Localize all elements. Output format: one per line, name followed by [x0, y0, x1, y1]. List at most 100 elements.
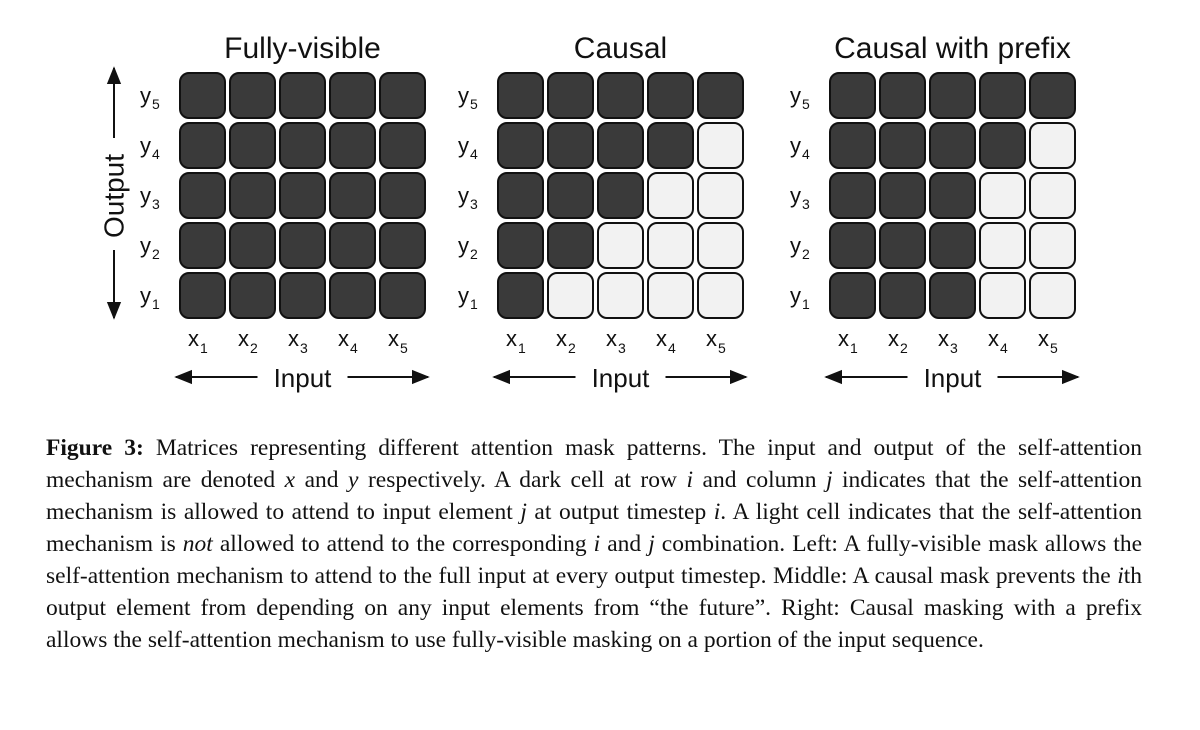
input-label: Input	[274, 363, 333, 393]
mask-cell-allowed	[647, 72, 694, 119]
col-label: x1	[506, 326, 526, 356]
mask-cell-blocked	[697, 272, 744, 319]
caption-text: Matrices representing different attentio…	[46, 435, 1142, 493]
input-label: Input	[924, 363, 983, 393]
mask-cell-allowed	[829, 272, 876, 319]
mask-cell-allowed	[647, 122, 694, 169]
mask-cell-allowed	[179, 222, 226, 269]
mask-cell-allowed	[379, 172, 426, 219]
caption-text: allowed to attend to the corresponding	[212, 531, 594, 557]
mask-cell-allowed	[379, 122, 426, 169]
col-label: x2	[888, 326, 908, 356]
mask-cell-allowed	[229, 172, 276, 219]
mask-cell-allowed	[929, 72, 976, 119]
caption-text: combination. Left: A fully-visible mask …	[46, 531, 1142, 589]
caption-emphasis-not: not	[182, 531, 213, 557]
row-label: y5	[790, 83, 810, 112]
row-label: y4	[458, 133, 478, 162]
mask-cell-allowed	[597, 72, 644, 119]
mask-cell-blocked	[1029, 222, 1076, 269]
row-label: y2	[458, 233, 478, 262]
mask-cell-blocked	[697, 222, 744, 269]
caption-text: . A light cell indicates that the self-a…	[46, 499, 1142, 557]
mask-cell-allowed	[879, 172, 926, 219]
caption-math-j: j	[825, 467, 833, 493]
mask-cell-allowed	[879, 72, 926, 119]
mask-cell-allowed	[229, 122, 276, 169]
mask-cell-allowed	[597, 122, 644, 169]
mask-cell-blocked	[647, 172, 694, 219]
mask-cell-allowed	[229, 272, 276, 319]
mask-cell-allowed	[929, 122, 976, 169]
row-label: y1	[790, 283, 810, 312]
mask-cell-blocked	[597, 222, 644, 269]
mask-cell-blocked	[547, 272, 594, 319]
row-label: y4	[790, 133, 810, 162]
panel-title: Fully-visible	[224, 32, 381, 65]
mask-cell-allowed	[979, 122, 1026, 169]
mask-cell-allowed	[379, 222, 426, 269]
input-label: Input	[592, 363, 651, 393]
mask-cell-allowed	[179, 272, 226, 319]
mask-cell-blocked	[979, 272, 1026, 319]
mask-cell-allowed	[329, 172, 376, 219]
caption-text: and	[295, 467, 349, 493]
caption-math-i: i	[713, 499, 721, 525]
panel-title: Causal	[574, 32, 667, 65]
mask-cell-allowed	[329, 72, 376, 119]
caption-math-i: i	[1117, 563, 1124, 589]
col-label: x4	[988, 326, 1008, 356]
caption-text: and column	[693, 467, 826, 493]
row-label: y3	[458, 183, 478, 212]
caption-text: th output element from depending on any …	[46, 563, 1142, 653]
caption-math-j: j	[648, 531, 655, 557]
output-label: Output	[98, 154, 129, 238]
mask-cell-allowed	[829, 222, 876, 269]
mask-cell-allowed	[547, 172, 594, 219]
caption-math-i: i	[593, 531, 601, 557]
caption-text: indicates that the self-attention mechan…	[46, 467, 1142, 525]
mask-cell-allowed	[929, 272, 976, 319]
panel-title: Causal with prefix	[834, 32, 1071, 65]
mask-cell-allowed	[279, 122, 326, 169]
mask-cell-allowed	[497, 272, 544, 319]
row-label: y5	[140, 83, 160, 112]
caption-math-i: i	[686, 467, 694, 493]
col-label: x4	[338, 326, 358, 356]
mask-cell-allowed	[379, 72, 426, 119]
col-label: x1	[838, 326, 858, 356]
col-label: x2	[556, 326, 576, 356]
mask-cell-allowed	[547, 222, 594, 269]
mask-cell-blocked	[1029, 122, 1076, 169]
mask-cell-blocked	[597, 272, 644, 319]
mask-cell-allowed	[279, 172, 326, 219]
col-label: x1	[188, 326, 208, 356]
caption-text: and	[600, 531, 649, 557]
mask-cell-allowed	[279, 72, 326, 119]
mask-cell-allowed	[879, 222, 926, 269]
mask-cell-allowed	[179, 72, 226, 119]
caption-figure-label: Figure 3:	[46, 435, 144, 461]
row-label: y3	[790, 183, 810, 212]
mask-cell-allowed	[929, 172, 976, 219]
mask-cell-allowed	[1029, 72, 1076, 119]
output-axis: Output	[98, 66, 129, 320]
mask-cell-allowed	[547, 72, 594, 119]
mask-cell-allowed	[279, 222, 326, 269]
row-label: y1	[140, 283, 160, 312]
caption-text: at output timestep	[526, 499, 714, 525]
mask-cell-allowed	[497, 72, 544, 119]
row-label: y2	[140, 233, 160, 262]
mask-cell-allowed	[179, 122, 226, 169]
mask-cell-allowed	[829, 72, 876, 119]
col-label: x3	[288, 326, 308, 356]
mask-cell-allowed	[279, 272, 326, 319]
mask-cell-allowed	[329, 122, 376, 169]
mask-cell-allowed	[979, 72, 1026, 119]
mask-cell-blocked	[1029, 172, 1076, 219]
mask-cell-blocked	[979, 222, 1026, 269]
row-label: y4	[140, 133, 160, 162]
mask-cell-allowed	[329, 222, 376, 269]
